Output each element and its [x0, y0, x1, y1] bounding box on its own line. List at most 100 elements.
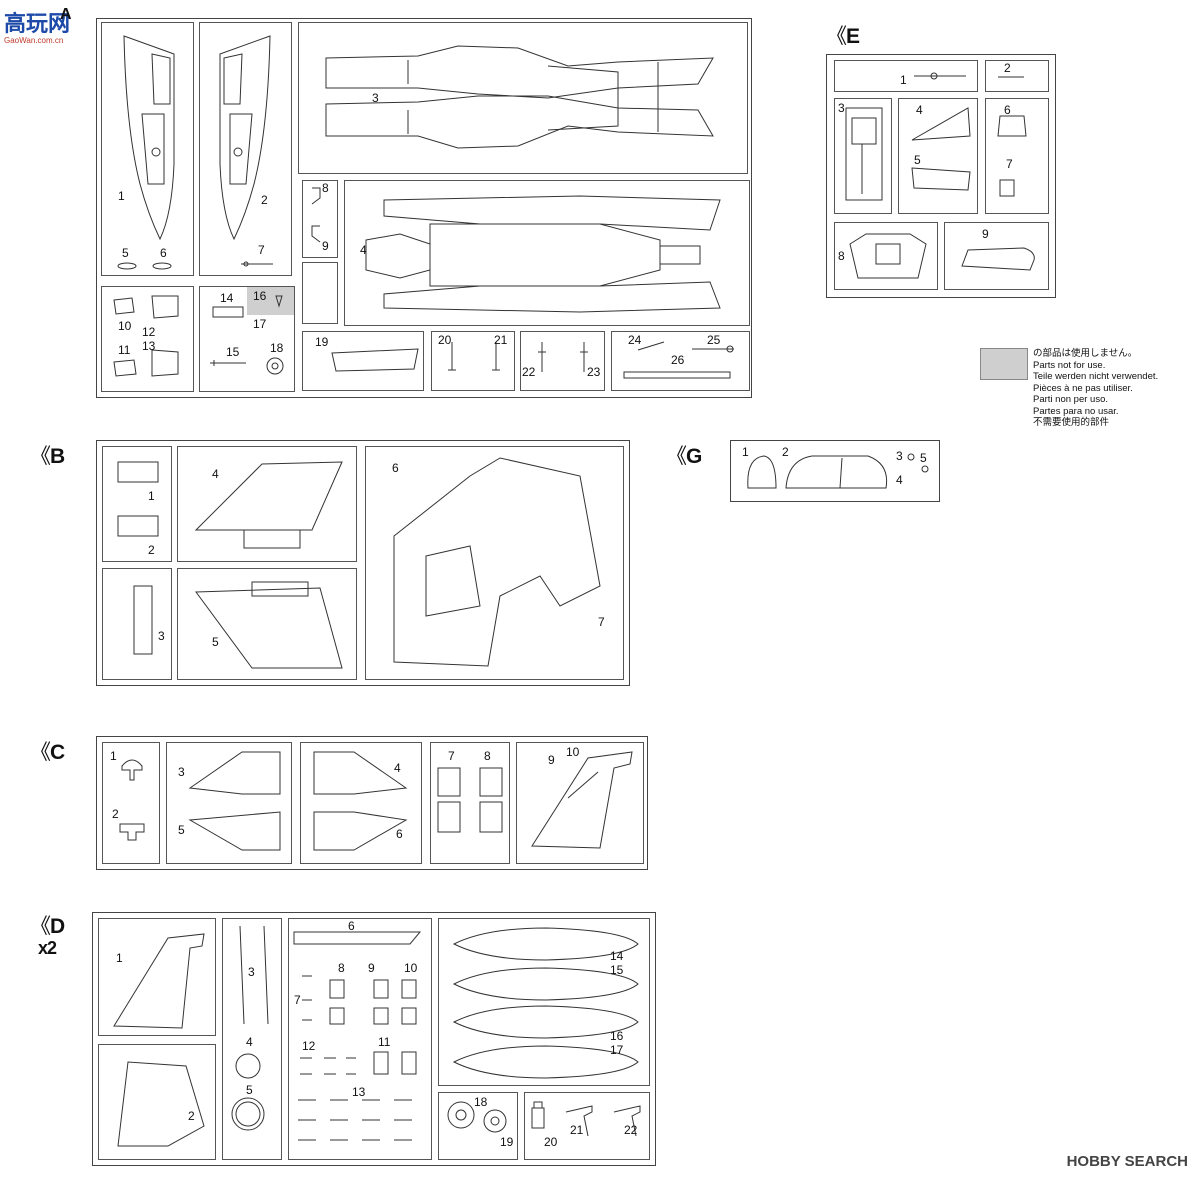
sprue-c-cell-3-5: [166, 742, 292, 864]
sprue-a-cell-3: [298, 22, 748, 174]
sprue-a-cell-4: [344, 180, 750, 326]
sprue-d-tag: 《D: [30, 915, 65, 938]
part-label: 1: [742, 445, 749, 459]
part-label: 18: [270, 341, 284, 355]
part-e1: [914, 72, 966, 80]
part-label: 17: [610, 1043, 624, 1057]
part-label: 6: [1004, 103, 1011, 117]
part-a13: [151, 349, 179, 377]
sprue-e-cell-2: [985, 60, 1049, 92]
legend-line: 不需要使用的部件: [1033, 417, 1110, 428]
part-a16: [275, 295, 283, 308]
part-label: 19: [500, 1135, 514, 1149]
part-d10: [401, 979, 417, 1025]
legend-line: Pièces à ne pas utiliser.: [1033, 382, 1133, 394]
part-label: 3: [158, 629, 165, 643]
part-d11: [373, 1051, 417, 1075]
fuselage-upper-part: [325, 45, 714, 149]
part-a24: [637, 341, 665, 351]
part-c2: [119, 823, 145, 841]
part-label: 8: [338, 961, 345, 975]
part-label: 5: [246, 1083, 253, 1097]
part-label: 9: [982, 227, 989, 241]
part-label: 21: [570, 1123, 584, 1137]
wheel-part-d4: [235, 1053, 261, 1079]
part-label: 5: [914, 153, 921, 167]
canopy-part-g1: [747, 455, 777, 489]
part-d6: [293, 931, 422, 945]
seat-part-e8: [849, 233, 927, 279]
watermark-url: GaoWan.com.cn: [4, 36, 64, 45]
sprue-c-cell-4-6: [300, 742, 422, 864]
part-d9: [373, 979, 389, 1025]
engine-face-part-d18: [447, 1101, 475, 1129]
part-b1: [117, 461, 159, 483]
part-label: 9: [548, 753, 555, 767]
unused-part-shade: [247, 287, 294, 315]
part-label: 8: [484, 749, 491, 763]
part-b3: [133, 585, 153, 655]
part-a19: [331, 348, 419, 372]
legend-line: Parts not for use.: [1033, 359, 1106, 371]
part-label: 7: [294, 993, 301, 1007]
part-label: 16: [610, 1029, 624, 1043]
part-e7: [999, 179, 1015, 197]
part-label: 6: [160, 246, 167, 260]
part-label: 22: [522, 365, 536, 379]
fuel-tank-part-d17: [452, 1045, 639, 1079]
part-label: 20: [438, 333, 452, 347]
part-label: 3: [178, 765, 185, 779]
part-label: 12: [302, 1039, 316, 1053]
part-label: 11: [378, 1035, 391, 1049]
part-label: 4: [246, 1035, 253, 1049]
pylon-part-d7: [302, 975, 312, 1021]
part-b2: [117, 515, 159, 537]
part-label: 4: [360, 243, 367, 257]
part-a25: [692, 345, 734, 353]
part-label: 5: [122, 246, 129, 260]
part-label: 2: [782, 445, 789, 459]
sprue-d-cell-2: [98, 1044, 216, 1160]
tail-part-c10: [531, 751, 633, 849]
part-label: 9: [368, 961, 375, 975]
part-label: 4: [394, 761, 401, 775]
part-label: 9: [322, 239, 329, 253]
part-label: 2: [112, 807, 119, 821]
part-label: 24: [628, 333, 642, 347]
part-a8: [311, 187, 321, 205]
part-label: 13: [142, 339, 156, 353]
sprue-e-cell-6-7: [985, 98, 1049, 214]
part-label: 2: [188, 1109, 195, 1123]
part-label: 20: [544, 1135, 558, 1149]
sprue-a-frame: [96, 18, 752, 398]
fuel-tank-part-d16: [452, 1005, 639, 1039]
part-d22: [613, 1105, 641, 1137]
part-label: 4: [896, 473, 903, 487]
sprue-d-cell-20-22: [524, 1092, 650, 1160]
sprue-b-cell-1-2: [102, 446, 172, 562]
part-label: 1: [148, 489, 155, 503]
sprue-a-cell-8-9: [302, 180, 338, 258]
sprue-b-tag: 《B: [30, 445, 65, 468]
part-label: 6: [348, 919, 355, 933]
part-a10: [113, 297, 135, 315]
part-label: 1: [110, 749, 117, 763]
part-label: 3: [248, 965, 255, 979]
part-a14: [212, 306, 244, 318]
wheel-part-a18: [266, 357, 284, 375]
part-label: 12: [142, 325, 156, 339]
sprue-b-frame: [96, 440, 630, 686]
part-label: 2: [261, 193, 268, 207]
part-d8: [329, 979, 345, 1025]
part-label: 1: [116, 951, 123, 965]
sprue-c-cell-9-10: [516, 742, 644, 864]
part-label: 3: [372, 91, 379, 105]
wheel-part-d5: [231, 1097, 265, 1131]
sprue-a-cell-24-26: [611, 331, 750, 391]
sprue-e-cell-1: [834, 60, 978, 92]
part-label: 15: [610, 963, 624, 977]
part-a9: [311, 225, 321, 243]
sprue-a-cell-22-23: [520, 331, 605, 391]
legend-line: Partes para no usar.: [1033, 405, 1119, 417]
fuel-tank-part-d14: [452, 927, 639, 961]
